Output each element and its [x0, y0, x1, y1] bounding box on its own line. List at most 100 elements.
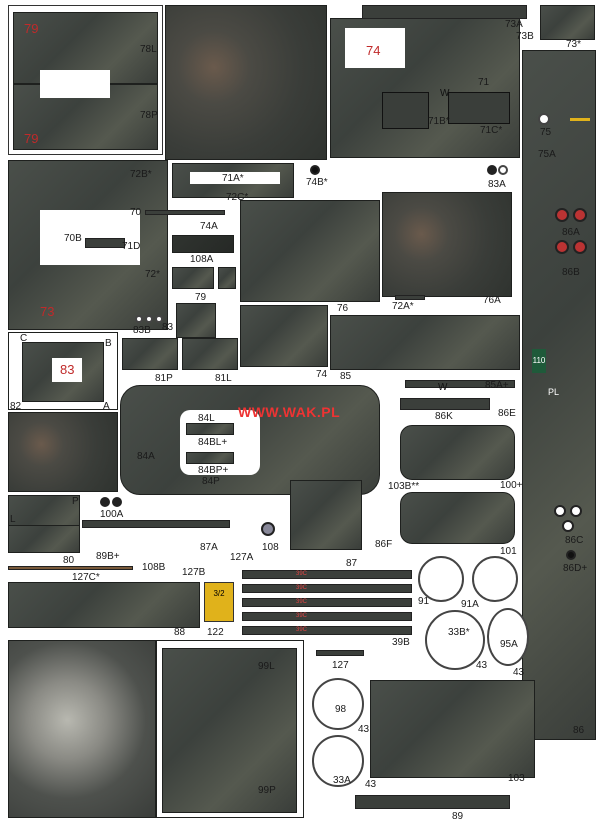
label-A: A	[103, 401, 110, 412]
label-43d: 43	[365, 779, 377, 790]
label-76A: 76A	[483, 295, 501, 306]
label-71B: 71B*	[428, 116, 450, 127]
part-86D	[566, 550, 576, 560]
part-70-strip	[145, 210, 225, 215]
label-74A: 74A	[200, 221, 218, 232]
part-127C-strip	[8, 566, 133, 570]
label-81P: 81P	[155, 373, 173, 384]
part-hull-top-panel	[165, 5, 327, 160]
label-33B: 33B*	[448, 627, 470, 638]
part-39C-1	[242, 570, 412, 579]
cutout-72-frame	[40, 210, 140, 265]
label-71C: 71C*	[480, 125, 503, 136]
part-85	[330, 315, 520, 370]
label-79-small: 79	[195, 292, 207, 303]
label-86F: 86F	[375, 539, 393, 550]
label-86B: 86B	[562, 267, 580, 278]
label-75: 75	[540, 127, 552, 138]
label-95A: 95A	[500, 639, 518, 650]
label-w-85: W	[438, 382, 448, 393]
label-108: 108	[262, 542, 279, 553]
label-99P: 99P	[258, 785, 276, 796]
part-103	[370, 680, 535, 778]
label-71: 71	[478, 77, 490, 88]
label-86A: 86A	[562, 227, 580, 238]
part-88	[8, 582, 200, 628]
label-74-box: 74	[316, 369, 328, 380]
part-84BL	[186, 423, 234, 435]
label-43b: 43	[513, 667, 525, 678]
label-72C: 72C*	[226, 192, 249, 203]
label-78P: 78P	[140, 110, 158, 121]
part-73A-strip	[362, 5, 527, 19]
part-81L	[182, 338, 238, 370]
label-86D: 86D+	[563, 563, 588, 574]
label-89: 89	[452, 811, 464, 822]
label-C: C	[20, 333, 28, 344]
label-84BL: 84BL+	[198, 437, 228, 448]
label-103: 103	[508, 773, 525, 784]
part-74-box	[240, 305, 328, 367]
label-74B: 74B*	[306, 177, 328, 188]
label-86C: 86C	[565, 535, 584, 546]
plate-110: 110	[532, 349, 546, 373]
label-86: 86	[573, 725, 585, 736]
label-39C-2: 39C	[296, 585, 308, 591]
label-127C: 127C*	[72, 572, 100, 583]
part-81P	[122, 338, 178, 370]
part-91A	[472, 556, 518, 602]
part-108	[261, 522, 275, 536]
cutout-71C	[448, 92, 510, 124]
part-87	[290, 480, 362, 550]
part-86-side	[522, 50, 596, 740]
label-70B: 70B	[64, 233, 82, 244]
label-74: 74	[366, 43, 381, 58]
label-43a: 43	[476, 660, 488, 671]
part-83-small	[176, 303, 216, 338]
label-39B: 39B	[392, 637, 410, 648]
part-108A-teeth	[172, 235, 234, 253]
label-122: 122	[207, 627, 224, 638]
label-82: 82	[10, 401, 22, 412]
part-83B-1	[135, 315, 143, 323]
part-grille-100	[400, 425, 515, 480]
label-83A: 83A	[488, 179, 506, 190]
label-127B: 127B	[182, 567, 206, 578]
label-43c: 43	[358, 724, 370, 735]
part-33A	[312, 735, 364, 787]
part-74B	[310, 165, 320, 175]
label-108B: 108B	[142, 562, 166, 573]
light-86A-2	[573, 208, 587, 222]
label-73: 73	[40, 304, 55, 319]
label-33A: 33A	[333, 775, 351, 786]
part-76A	[382, 192, 512, 297]
part-127-strip	[316, 650, 364, 656]
label-84P: 84P	[202, 476, 220, 487]
part-39C-4	[242, 612, 412, 621]
cutout-78	[40, 70, 110, 98]
part-86K	[400, 398, 490, 410]
label-71A: 71A*	[222, 173, 244, 184]
label-P: P	[72, 496, 79, 507]
label-78L: 78L	[140, 44, 157, 55]
label-103B: 103B**	[388, 481, 420, 492]
label-39C-3: 39C	[296, 599, 308, 605]
label-73A: 73A	[505, 19, 523, 30]
label-81L: 81L	[215, 373, 232, 384]
cutout-71B	[382, 92, 429, 129]
label-39C-1: 39C	[296, 571, 308, 577]
label-86E: 86E	[498, 408, 516, 419]
part-72A	[395, 295, 425, 300]
part-80	[8, 525, 80, 553]
part-99	[162, 648, 297, 813]
part-100A-2	[112, 497, 122, 507]
label-39C-4: 39C	[296, 613, 308, 619]
part-122: 3/2	[204, 582, 234, 622]
light-86B-1	[555, 240, 569, 254]
label-75A: 75A	[538, 149, 556, 160]
label-80: 80	[63, 555, 75, 566]
label-L: L	[10, 514, 16, 525]
lamp-86C-2	[570, 505, 582, 517]
part-79-small	[172, 267, 214, 289]
label-100A: 100A	[100, 509, 124, 520]
